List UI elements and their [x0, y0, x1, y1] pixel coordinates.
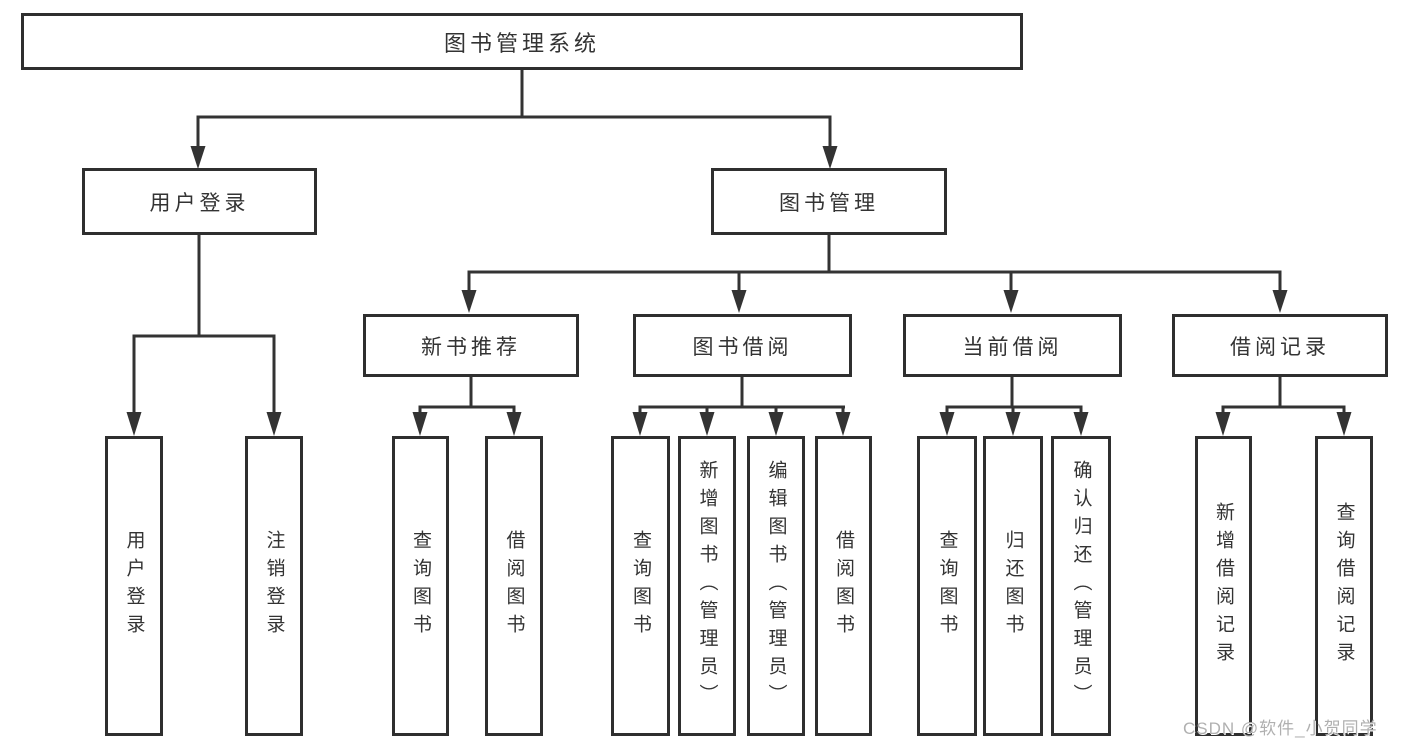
arrowheads — [126, 146, 1352, 436]
arrowhead — [1272, 290, 1288, 313]
arrowhead — [506, 412, 522, 436]
leaf-query-books-current: 查询图书 — [917, 436, 977, 736]
arrowhead — [632, 412, 648, 436]
connector-book-mgmt-split — [467, 235, 1282, 292]
leaf-add-book-admin: 新增图书（管理员） — [678, 436, 736, 736]
leaf-query-borrow-record: 查询借阅记录 — [1315, 436, 1373, 736]
arrowhead — [835, 412, 851, 436]
node-new-book-recommendation: 新书推荐 — [363, 314, 579, 377]
node-current-borrowing: 当前借阅 — [903, 314, 1122, 377]
arrowhead — [1073, 412, 1089, 436]
leaf-add-book-admin-label: 新增图书（管理员） — [696, 460, 718, 712]
node-book-management-branch-label: 图书管理 — [779, 191, 879, 215]
leaf-edit-book-admin: 编辑图书（管理员） — [747, 436, 805, 736]
node-borrowing-records-label: 借阅记录 — [1230, 335, 1330, 359]
leaf-query-books-newbook: 查询图书 — [392, 436, 449, 736]
arrowhead — [939, 412, 955, 436]
csdn-watermark: CSDN @软件_小贺同学 — [1183, 719, 1378, 738]
arrowhead — [1005, 412, 1021, 436]
leaf-borrow-books-borrow-label: 借阅图书 — [833, 530, 854, 642]
leaf-query-books-newbook-label: 查询图书 — [410, 530, 431, 642]
leaf-confirm-return-admin-label: 确认归还（管理员） — [1070, 460, 1092, 712]
connector-user-login-split — [132, 235, 276, 414]
arrowhead — [412, 412, 428, 436]
arrowhead — [768, 412, 784, 436]
leaf-borrow-books-borrow: 借阅图书 — [815, 436, 872, 736]
leaf-logout: 注销登录 — [245, 436, 303, 736]
leaf-add-borrow-record-label: 新增借阅记录 — [1213, 502, 1234, 670]
leaf-logout-label: 注销登录 — [263, 530, 285, 642]
arrowhead — [699, 412, 715, 436]
node-book-management-branch: 图书管理 — [711, 168, 947, 235]
arrowhead — [1003, 290, 1019, 313]
leaf-query-books-borrow: 查询图书 — [611, 436, 670, 736]
connector-current-borrow-split — [945, 377, 1083, 414]
leaf-query-books-borrow-label: 查询图书 — [630, 530, 651, 642]
leaf-query-books-current-label: 查询图书 — [936, 530, 958, 642]
leaf-edit-book-admin-label: 编辑图书（管理员） — [765, 460, 787, 712]
node-user-login-branch: 用户登录 — [82, 168, 317, 235]
node-book-borrowing-label: 图书借阅 — [692, 335, 793, 359]
arrowhead — [1215, 412, 1231, 436]
leaf-return-books: 归还图书 — [983, 436, 1043, 736]
connector-book-borrow-split — [638, 377, 845, 414]
arrowhead — [731, 290, 747, 313]
arrowhead — [461, 290, 477, 313]
connector-root-split — [196, 70, 832, 148]
arrowhead — [190, 146, 206, 169]
connector-new-book-split — [418, 377, 516, 414]
node-user-login-branch-label: 用户登录 — [149, 191, 250, 215]
node-library-management-system-label: 图书管理系统 — [443, 30, 600, 56]
node-borrowing-records: 借阅记录 — [1172, 314, 1388, 377]
leaf-user-login: 用户登录 — [105, 436, 163, 736]
node-new-book-recommendation-label: 新书推荐 — [421, 335, 521, 359]
node-current-borrowing-label: 当前借阅 — [962, 335, 1063, 359]
leaf-borrow-books-newbook-label: 借阅图书 — [503, 530, 525, 642]
node-library-management-system: 图书管理系统 — [21, 13, 1023, 70]
arrowhead — [822, 146, 838, 169]
leaf-add-borrow-record: 新增借阅记录 — [1195, 436, 1252, 736]
leaf-query-borrow-record-label: 查询借阅记录 — [1333, 502, 1355, 670]
leaf-borrow-books-newbook: 借阅图书 — [485, 436, 543, 736]
leaf-confirm-return-admin: 确认归还（管理员） — [1051, 436, 1111, 736]
leaf-user-login-label: 用户登录 — [123, 530, 145, 642]
arrowhead — [1336, 412, 1352, 436]
connector-records-split — [1221, 377, 1346, 414]
node-book-borrowing: 图书借阅 — [633, 314, 852, 377]
arrowhead — [266, 412, 282, 436]
arrowhead — [126, 412, 142, 436]
leaf-return-books-label: 归还图书 — [1002, 530, 1024, 642]
